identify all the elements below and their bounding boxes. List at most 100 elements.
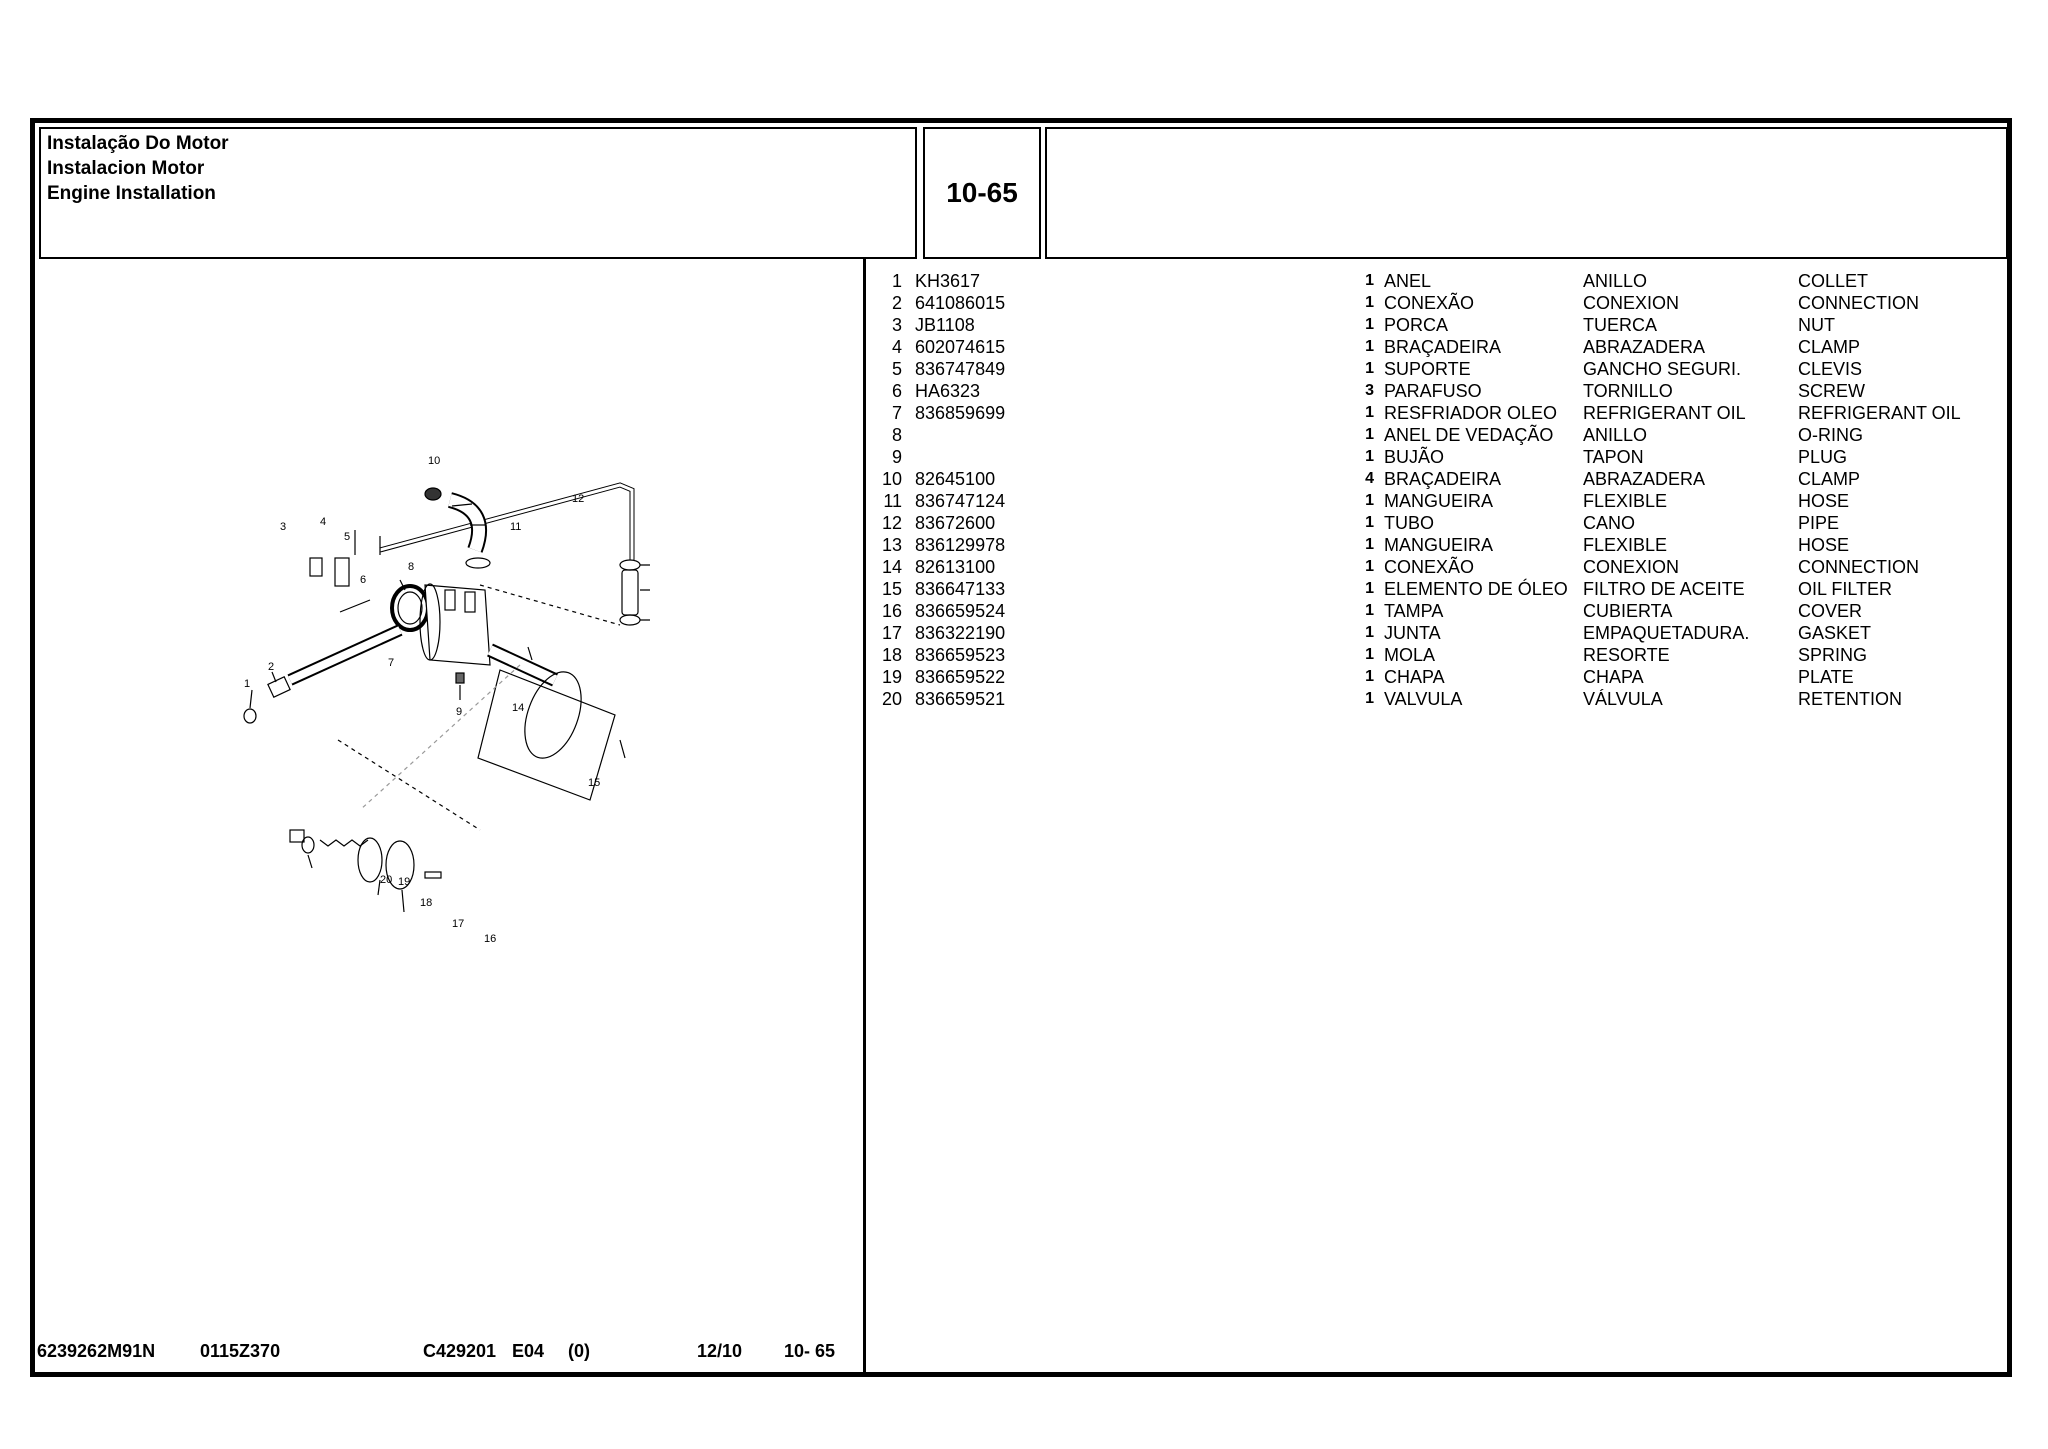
quantity: 1 — [1365, 624, 1374, 641]
description-en: CLAMP — [1798, 469, 1861, 489]
part-number: 836322190 — [915, 623, 1006, 643]
quantity: 4 — [1365, 470, 1374, 487]
description-en: REFRIGERANT OIL — [1798, 403, 1961, 423]
hose-13 — [621, 569, 639, 616]
quantity: 1 — [1365, 426, 1374, 443]
description-pt: CONEXÃO — [1384, 557, 1475, 577]
description-en: SPRING — [1798, 645, 1868, 665]
description-pt: CONEXÃO — [1384, 293, 1475, 313]
quantity: 1 — [1365, 316, 1374, 333]
description-en: CLEVIS — [1798, 359, 1863, 379]
part-number: KH3617 — [915, 271, 981, 291]
quantity: 1 — [1365, 602, 1374, 619]
title-spanish: Instalacion Motor — [47, 158, 205, 179]
description-en: HOSE — [1798, 491, 1850, 511]
quantity: 1 — [1365, 272, 1374, 289]
callout-8: 8 — [408, 561, 414, 573]
callout-7: 7 — [388, 657, 394, 669]
callout-15: 15 — [588, 777, 600, 789]
part-number: 836129978 — [915, 535, 1006, 555]
description-es: ABRAZADERA — [1583, 337, 1706, 357]
description-es: GANCHO SEGURI. — [1583, 359, 1742, 379]
description-pt: TUBO — [1384, 513, 1435, 533]
diagram-callouts: 1 2 3 4 5 6 7 8 9 10 11 12 13 14 15 16 1… — [244, 455, 600, 945]
callout-17: 17 — [452, 918, 464, 930]
quantity: 1 — [1365, 580, 1374, 597]
callout-1: 1 — [244, 678, 250, 690]
item-number: 12 — [881, 513, 902, 533]
item-number: 11 — [883, 491, 902, 511]
pipe-12 — [379, 482, 635, 560]
footer-ref: C429201 — [423, 1341, 497, 1361]
item-number: 6 — [891, 381, 902, 401]
description-pt: BUJÃO — [1384, 447, 1445, 467]
description-en: O-RING — [1798, 425, 1863, 445]
footer-code: 0115Z370 — [200, 1341, 281, 1361]
part-number: 836859699 — [915, 403, 1006, 423]
part-number: 641086015 — [915, 293, 1006, 313]
description-es: ANILLO — [1583, 271, 1648, 291]
description-en: SCREW — [1798, 381, 1865, 401]
description-pt: JUNTA — [1384, 623, 1441, 643]
description-pt: CHAPA — [1384, 667, 1445, 687]
page-number-box: 10-65 — [923, 127, 1041, 259]
description-es: TAPON — [1583, 447, 1644, 467]
footer-part-number: 6239262M91N — [37, 1341, 156, 1361]
part-number: 836659524 — [915, 601, 1006, 621]
callout-3: 3 — [280, 521, 286, 533]
description-en: PLUG — [1798, 447, 1848, 467]
description-pt: ANEL — [1384, 271, 1432, 291]
quantity: 1 — [1365, 668, 1374, 685]
quantity: 1 — [1365, 514, 1374, 531]
page-frame — [30, 118, 2012, 1377]
description-en: CLAMP — [1798, 337, 1861, 357]
description-en: OIL FILTER — [1798, 579, 1893, 599]
part-number: 836659522 — [915, 667, 1006, 687]
header-blank-box — [1045, 127, 2008, 259]
description-en: COLLET — [1798, 271, 1869, 291]
title-box: Instalação Do Motor Instalacion Motor En… — [39, 127, 917, 259]
description-en: CONNECTION — [1798, 293, 1919, 313]
footer: 6239262M91N 0115Z370 C429201 E04 (0) 12/… — [37, 1341, 867, 1367]
quantity: 1 — [1365, 536, 1374, 553]
description-pt: RESFRIADOR OLEO — [1384, 403, 1558, 423]
quantity: 1 — [1365, 690, 1374, 707]
callout-12: 12 — [572, 493, 584, 505]
part-number: HA6323 — [915, 381, 981, 401]
description-en: GASKET — [1798, 623, 1872, 643]
part-number: 82645100 — [915, 469, 996, 489]
callout-9: 9 — [456, 706, 462, 718]
quantity: 1 — [1365, 338, 1374, 355]
item-number: 2 — [891, 293, 902, 313]
description-pt: VALVULA — [1384, 689, 1463, 709]
item-number: 3 — [891, 315, 902, 335]
description-en: NUT — [1798, 315, 1835, 335]
description-pt: BRAÇADEIRA — [1384, 469, 1502, 489]
callout-5: 5 — [344, 531, 350, 543]
item-number: 1 — [891, 271, 902, 291]
callout-14: 14 — [512, 702, 524, 714]
quantity: 1 — [1365, 558, 1374, 575]
description-es: TORNILLO — [1583, 381, 1673, 401]
description-pt: MOLA — [1384, 645, 1436, 665]
item-number: 18 — [881, 645, 902, 665]
description-es: CUBIERTA — [1583, 601, 1673, 621]
parts-row: 1 KH3617 1 ANEL ANILLO COLLET — [878, 270, 2018, 292]
part-number: 836647133 — [915, 579, 1006, 599]
description-pt: BRAÇADEIRA — [1384, 337, 1502, 357]
item-number: 7 — [891, 403, 902, 423]
description-en: CONNECTION — [1798, 557, 1919, 577]
description-es: CHAPA — [1583, 667, 1644, 687]
footer-edition: E04 — [512, 1341, 545, 1361]
callout-20: 20 — [380, 874, 392, 886]
description-pt: PARAFUSO — [1384, 381, 1482, 401]
item-number: 20 — [881, 689, 902, 709]
callout-4: 4 — [320, 516, 326, 528]
